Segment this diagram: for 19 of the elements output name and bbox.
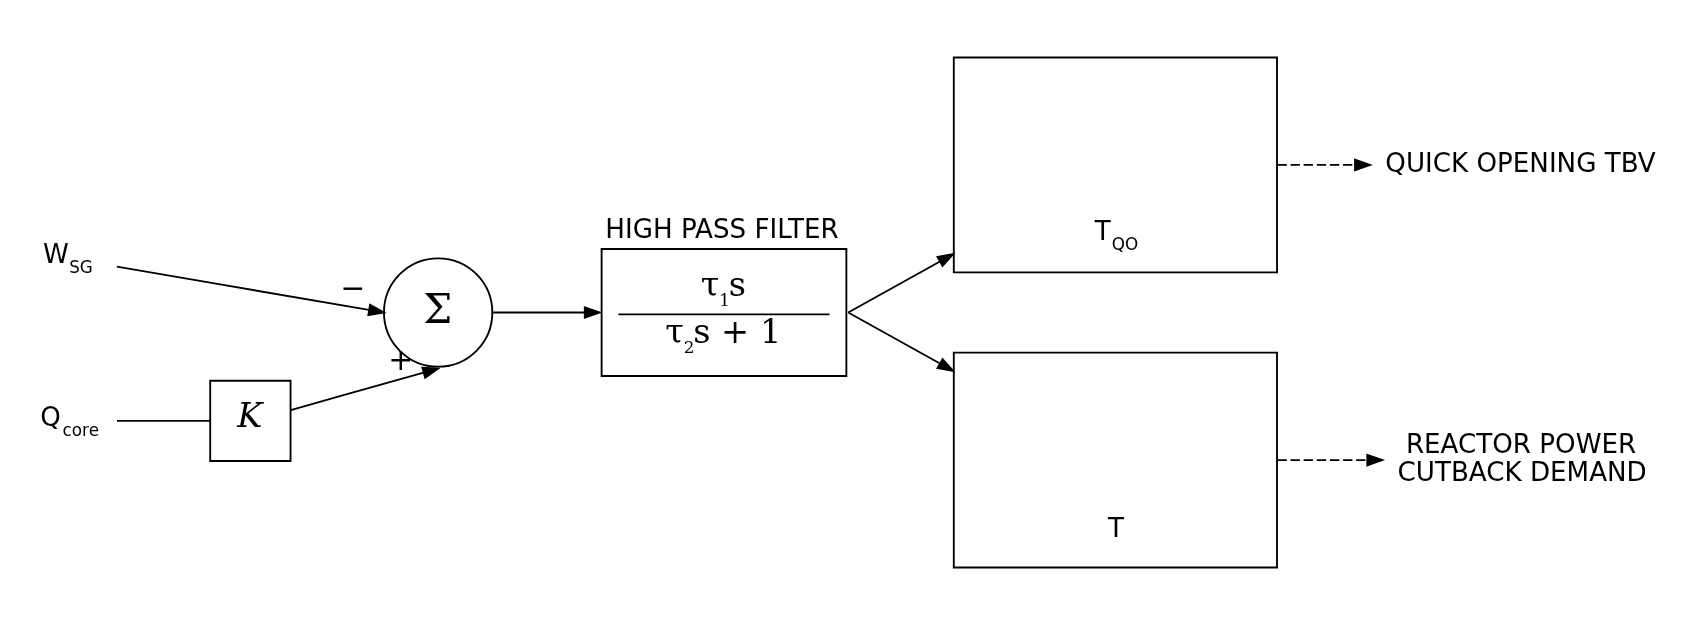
node-text: REACTOR POWER CUTBACK DEMAND bbox=[1397, 428, 1647, 487]
node-box: T$_{QO}$ bbox=[952, 56, 1278, 273]
node-text: QUICK OPENING TBV bbox=[1385, 147, 1656, 178]
node-box: K bbox=[209, 379, 292, 462]
edge-label: + bbox=[388, 341, 414, 377]
arrow bbox=[847, 252, 956, 313]
edge-label: − bbox=[340, 269, 366, 305]
node-text: W$_{SG}$ bbox=[42, 238, 93, 277]
connector bbox=[116, 419, 211, 422]
arrow bbox=[492, 305, 603, 319]
node-text: Q$_{core}$ bbox=[40, 401, 99, 440]
node-box: T bbox=[952, 351, 1278, 568]
arrow bbox=[847, 311, 956, 372]
arrow bbox=[115, 265, 387, 316]
arrow bbox=[1276, 157, 1373, 171]
arrow bbox=[289, 366, 441, 411]
node-label: HIGH PASS FILTER bbox=[605, 213, 839, 244]
node-box: τ$_{1}$s τ$_{2}$s + 1 bbox=[600, 247, 848, 377]
arrow bbox=[1276, 453, 1386, 467]
